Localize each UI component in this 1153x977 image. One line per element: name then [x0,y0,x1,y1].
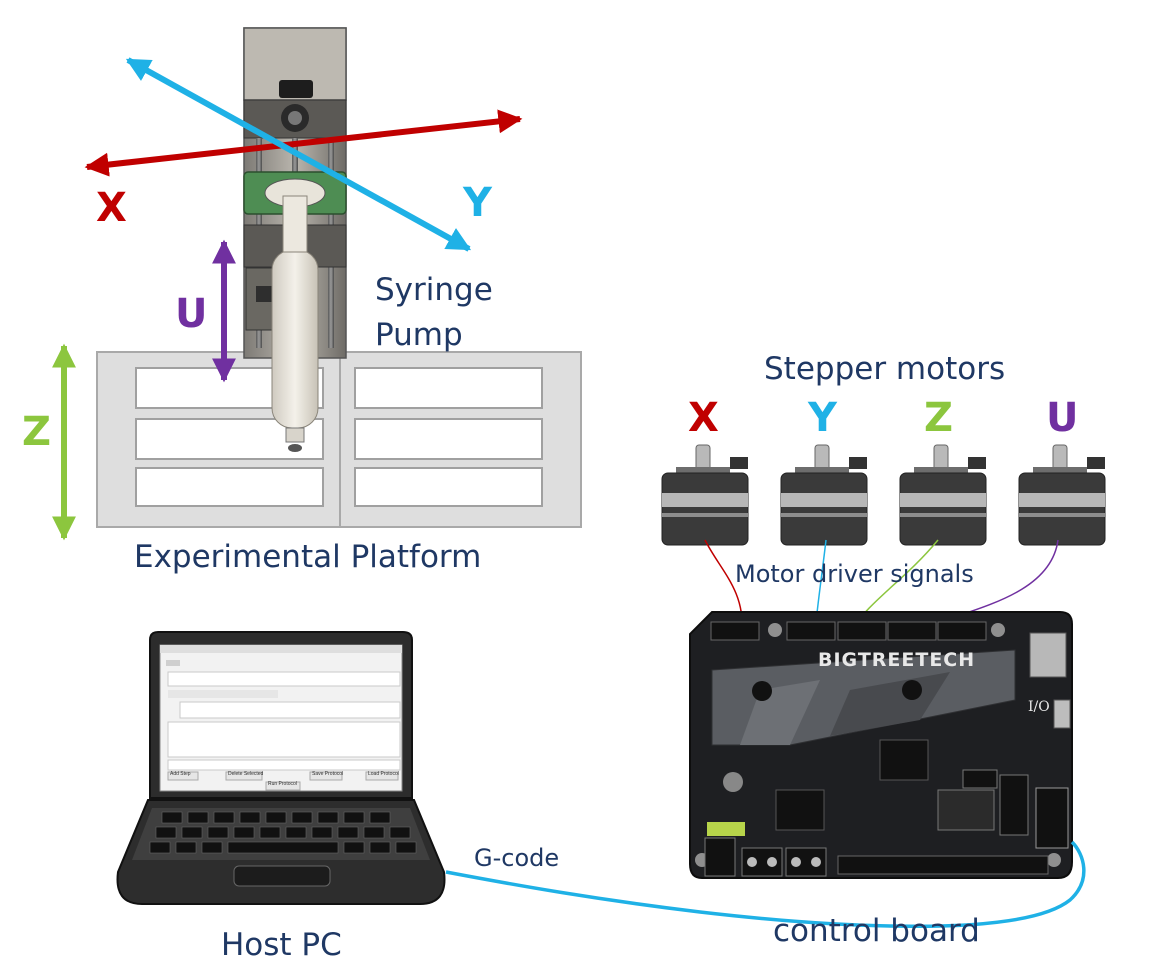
experimental-platform [96,351,582,528]
stepper-motor-u [1018,444,1106,546]
experimental-platform-caption: Experimental Platform [134,539,482,575]
x-axis-label: X [96,185,127,231]
motor-y-label: Y [808,395,837,441]
stepper-motors-caption: Stepper motors [764,351,1006,387]
host-pc-caption: Host PC [221,927,342,963]
y-axis-label: Y [463,180,492,226]
stepper-motor-z [899,444,987,546]
save-protocol-label: Save Protocol [312,771,344,777]
motor-driver-signals-caption: Motor driver signals [735,560,974,588]
control-board [689,611,1073,879]
stepper-motor-x [661,444,749,546]
board-brand: BIGTREETECH [818,649,976,671]
host-laptop [116,631,446,905]
motor-u-label: U [1046,395,1079,441]
save-protocol-button[interactable] [309,771,343,781]
delete-selected-label: Delete Selected [228,771,264,777]
control-board-caption: control board [773,913,980,949]
add-step-button[interactable] [167,771,199,781]
y-axis-arrow [125,57,472,252]
stepper-motor-y [780,444,868,546]
delete-selected-button[interactable] [225,771,263,781]
u-axis-label: U [175,291,208,337]
z-axis-label: Z [22,409,52,455]
g-code-caption: G-code [474,844,560,872]
board-io-mark: I/O [1028,699,1050,715]
syringe-pump-caption: Syringe Pump [375,272,493,353]
load-protocol-button[interactable] [365,771,399,781]
load-protocol-label: Load Protocol [368,771,399,777]
motor-z-label: Z [924,395,954,441]
motor-x-label: X [688,395,719,441]
usb-cable [445,840,1086,928]
run-protocol-label: Run Protocol [268,781,297,787]
run-protocol-button[interactable] [265,781,301,791]
add-step-label: Add Step [170,771,191,777]
